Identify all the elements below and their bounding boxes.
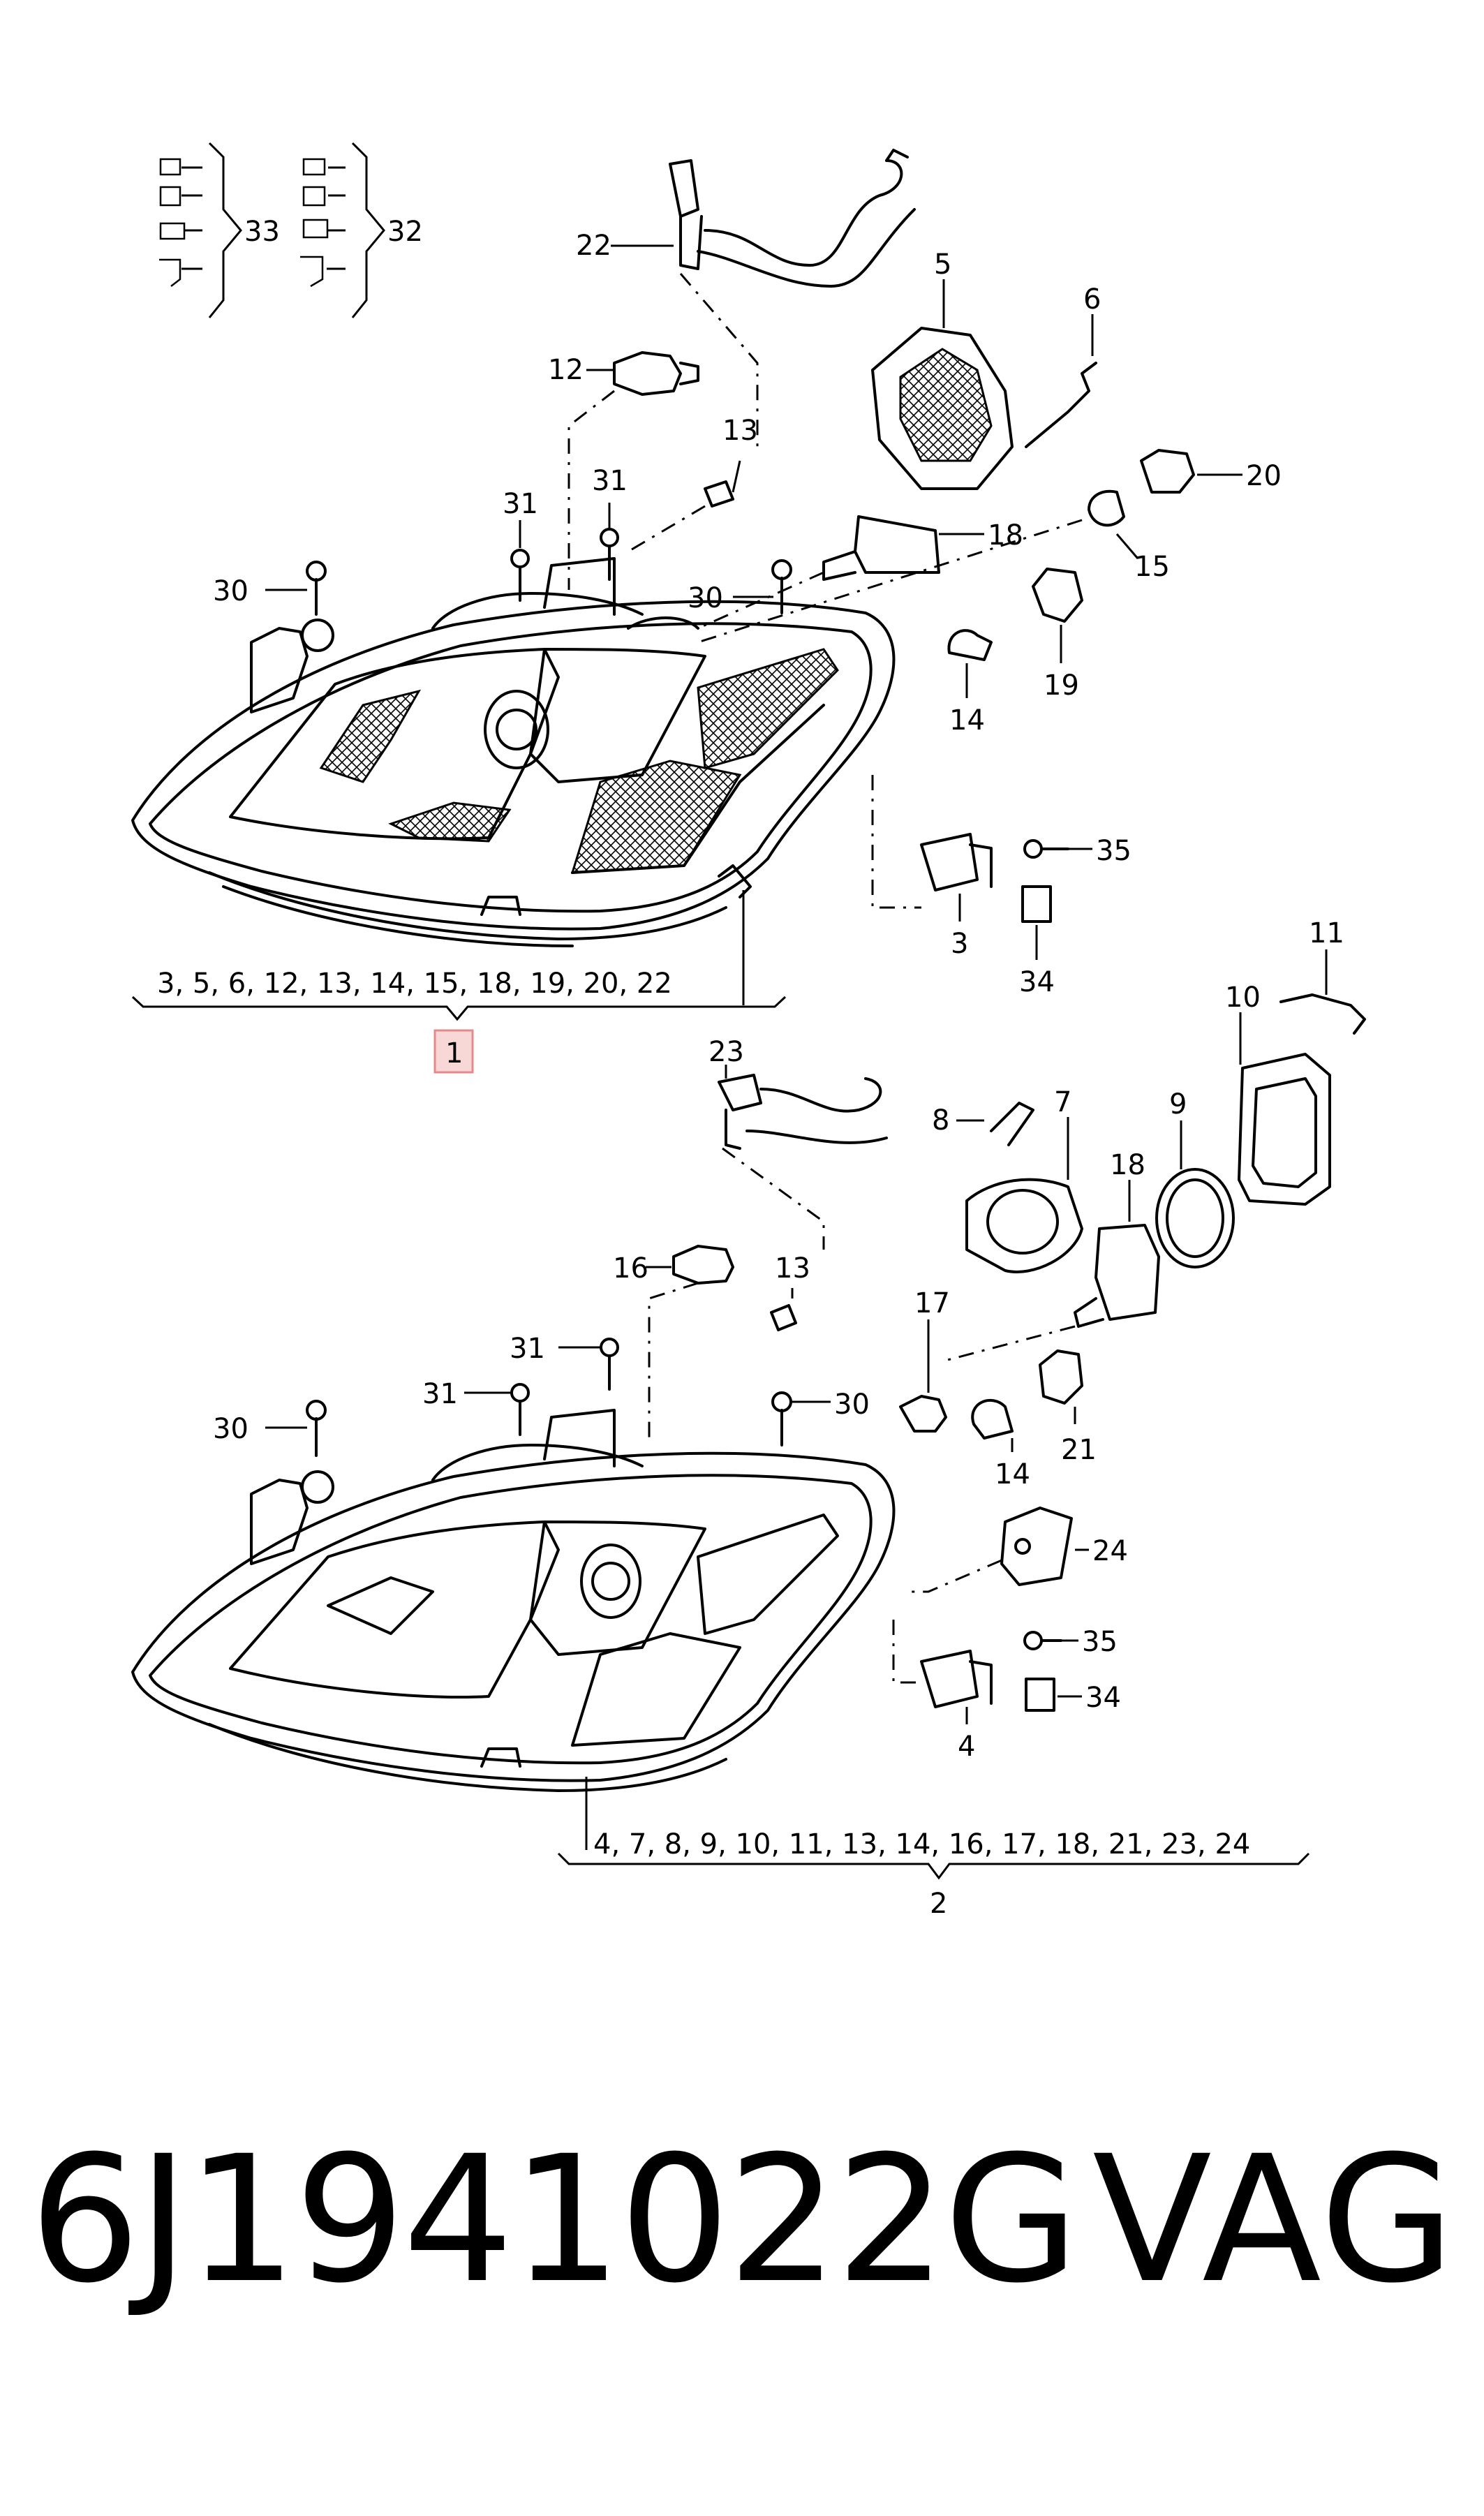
nut-34b [1025,1678,1082,1712]
spring-clip-11 [1279,949,1366,1035]
bracket-3a [871,775,993,922]
callout-3a: 3 [951,928,968,960]
callout-14b: 14 [995,1458,1030,1490]
group-1-parts-list: 3, 5, 6, 12, 13, 14, 15, 18, 19, 20, 22 [157,968,672,1000]
screw-35b [1023,1631,1078,1650]
socket-21 [1039,1349,1083,1424]
screw-31a [510,520,530,602]
callout-31a: 31 [503,488,538,520]
bulb-14a [947,629,993,698]
wiring-harness-23 [718,1065,888,1250]
callout-21: 21 [1061,1434,1097,1466]
bulb-13 [628,460,741,553]
group-2-parts-list: 4, 7, 8, 9, 10, 11, 13, 14, 16, 17, 18, … [593,1828,1250,1860]
screw-30c [265,1400,327,1457]
callout-1: 1 [445,1037,463,1070]
callout-20: 20 [1246,460,1282,492]
actuator-18a [697,515,984,630]
bulb-17 [899,1319,947,1433]
callout-10: 10 [1225,982,1261,1014]
callout-34a: 34 [1019,966,1055,998]
spring-clip-6 [1025,314,1097,448]
parts-bottom-cluster [265,949,1366,1724]
callout-14a: 14 [949,704,985,737]
brand-name: VAG [1092,2118,1457,2321]
screw-30a [265,561,327,616]
callout-35b: 35 [1082,1626,1118,1658]
callout-30c: 30 [213,1413,248,1445]
callout-30d: 30 [834,1389,870,1421]
wiring-harness-22 [611,149,916,450]
cover-5 [871,279,1014,490]
callout-labels: 33 32 22 5 6 12 13 20 31 31 18 15 30 30 … [157,216,1344,1920]
callout-5: 5 [934,249,951,281]
seal-ring-9 [1155,1120,1235,1268]
screw-30b [733,559,792,614]
bulb-13b [770,1288,797,1331]
callout-15: 15 [1134,551,1170,583]
callout-30b: 30 [688,582,723,614]
callout-30a: 30 [213,575,248,607]
callout-16: 16 [613,1252,648,1285]
bracket-4 [892,1620,993,1724]
callout-31d: 31 [422,1378,458,1410]
callout-33: 33 [244,216,280,248]
callout-34b: 34 [1085,1682,1121,1714]
callout-19: 19 [1044,669,1079,702]
screw-31c [558,1338,619,1391]
screw-31b [600,503,619,581]
group-1-brace [131,996,787,1074]
callout-7: 7 [1054,1086,1071,1118]
callout-31b: 31 [592,465,628,497]
nut-34a [1021,885,1052,960]
callout-17: 17 [914,1287,950,1319]
callout-24: 24 [1092,1535,1128,1567]
callout-23: 23 [708,1036,744,1068]
callout-18a: 18 [988,519,1023,552]
clip-set-32 [300,142,385,318]
bulb-16 [646,1245,734,1438]
headlamp-assembly-1 [131,557,896,1005]
socket-20 [1140,449,1242,494]
callout-13a: 13 [722,415,758,447]
callout-11: 11 [1309,917,1344,949]
callout-8: 8 [932,1104,949,1137]
callout-9: 9 [1169,1088,1187,1120]
spring-clip-8 [956,1102,1034,1146]
callout-6: 6 [1083,283,1101,316]
callout-12: 12 [548,354,584,386]
parts-top-cluster [159,142,1242,960]
group-2-brace [557,1852,1310,1880]
screw-35a [1023,839,1092,859]
actuator-18b [942,1180,1160,1363]
clip-set-33 [159,142,242,318]
screw-31d [464,1383,530,1436]
frame-10 [1238,1012,1331,1206]
module-24 [907,1507,1089,1593]
bulb-12 [567,351,699,590]
callout-32: 32 [387,216,423,248]
callout-2: 2 [930,1888,947,1920]
socket-19 [1032,568,1083,663]
callout-22: 22 [576,230,611,262]
cover-7 [965,1117,1083,1273]
callout-35a: 35 [1096,835,1131,867]
part-number: 6J1941022G [29,2118,1079,2321]
bulb-15 [697,489,1139,644]
callout-31c: 31 [510,1333,545,1365]
callout-4a: 4 [958,1731,975,1763]
callout-18b: 18 [1110,1149,1145,1181]
screw-30d [771,1391,831,1446]
callout-13b: 13 [775,1252,810,1285]
bulb-14b [971,1398,1014,1452]
headlamp-assembly-2 [131,1409,896,1850]
